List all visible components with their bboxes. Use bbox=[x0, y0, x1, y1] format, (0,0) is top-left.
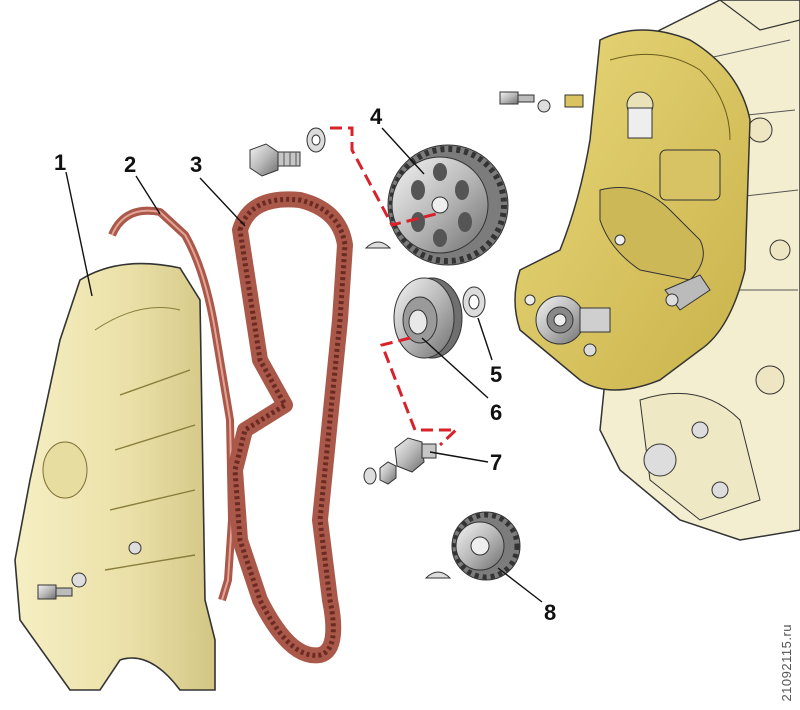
callout-3: 3 bbox=[190, 152, 202, 177]
leader-1 bbox=[65, 171, 93, 297]
timing-belt bbox=[227, 191, 353, 664]
plate-bolt bbox=[499, 91, 551, 113]
front-timing-cover bbox=[14, 262, 216, 691]
crankshaft-sprocket bbox=[451, 511, 521, 581]
leader-lines bbox=[65, 127, 543, 603]
assembly-line-tensioner bbox=[379, 336, 460, 447]
cover-bolt bbox=[37, 572, 87, 600]
tensioner-roller bbox=[393, 277, 463, 359]
camshaft-washer bbox=[306, 127, 326, 153]
tensioner-nut bbox=[363, 461, 397, 485]
callout-5: 5 bbox=[490, 362, 502, 387]
tensioner-bracket bbox=[664, 274, 711, 311]
callout-8: 8 bbox=[544, 600, 556, 625]
callout-6: 6 bbox=[490, 400, 502, 425]
tensioner-stud bbox=[394, 437, 437, 473]
leader-4 bbox=[381, 127, 425, 175]
camshaft-pulley bbox=[387, 144, 509, 266]
leader-7 bbox=[429, 451, 489, 463]
assembly-line-camshaft bbox=[330, 126, 437, 227]
leader-8 bbox=[497, 567, 543, 603]
leader-2 bbox=[135, 175, 161, 215]
crankshaft-key bbox=[424, 571, 452, 579]
callout-1: 1 bbox=[54, 150, 66, 175]
callout-2: 2 bbox=[124, 152, 136, 177]
callout-4: 4 bbox=[370, 104, 383, 129]
cover-seal bbox=[108, 206, 236, 602]
watermark: 21092115.ru bbox=[779, 624, 794, 702]
leader-6 bbox=[421, 337, 489, 399]
rear-timing-plate bbox=[499, 29, 751, 391]
leader-5 bbox=[477, 317, 493, 361]
callout-7: 7 bbox=[490, 450, 502, 475]
leader-3 bbox=[199, 177, 246, 227]
engine-crank-sprocket bbox=[535, 295, 611, 357]
tensioner-washer bbox=[462, 286, 486, 318]
camshaft-key bbox=[364, 241, 392, 249]
camshaft-bolt bbox=[249, 143, 301, 177]
